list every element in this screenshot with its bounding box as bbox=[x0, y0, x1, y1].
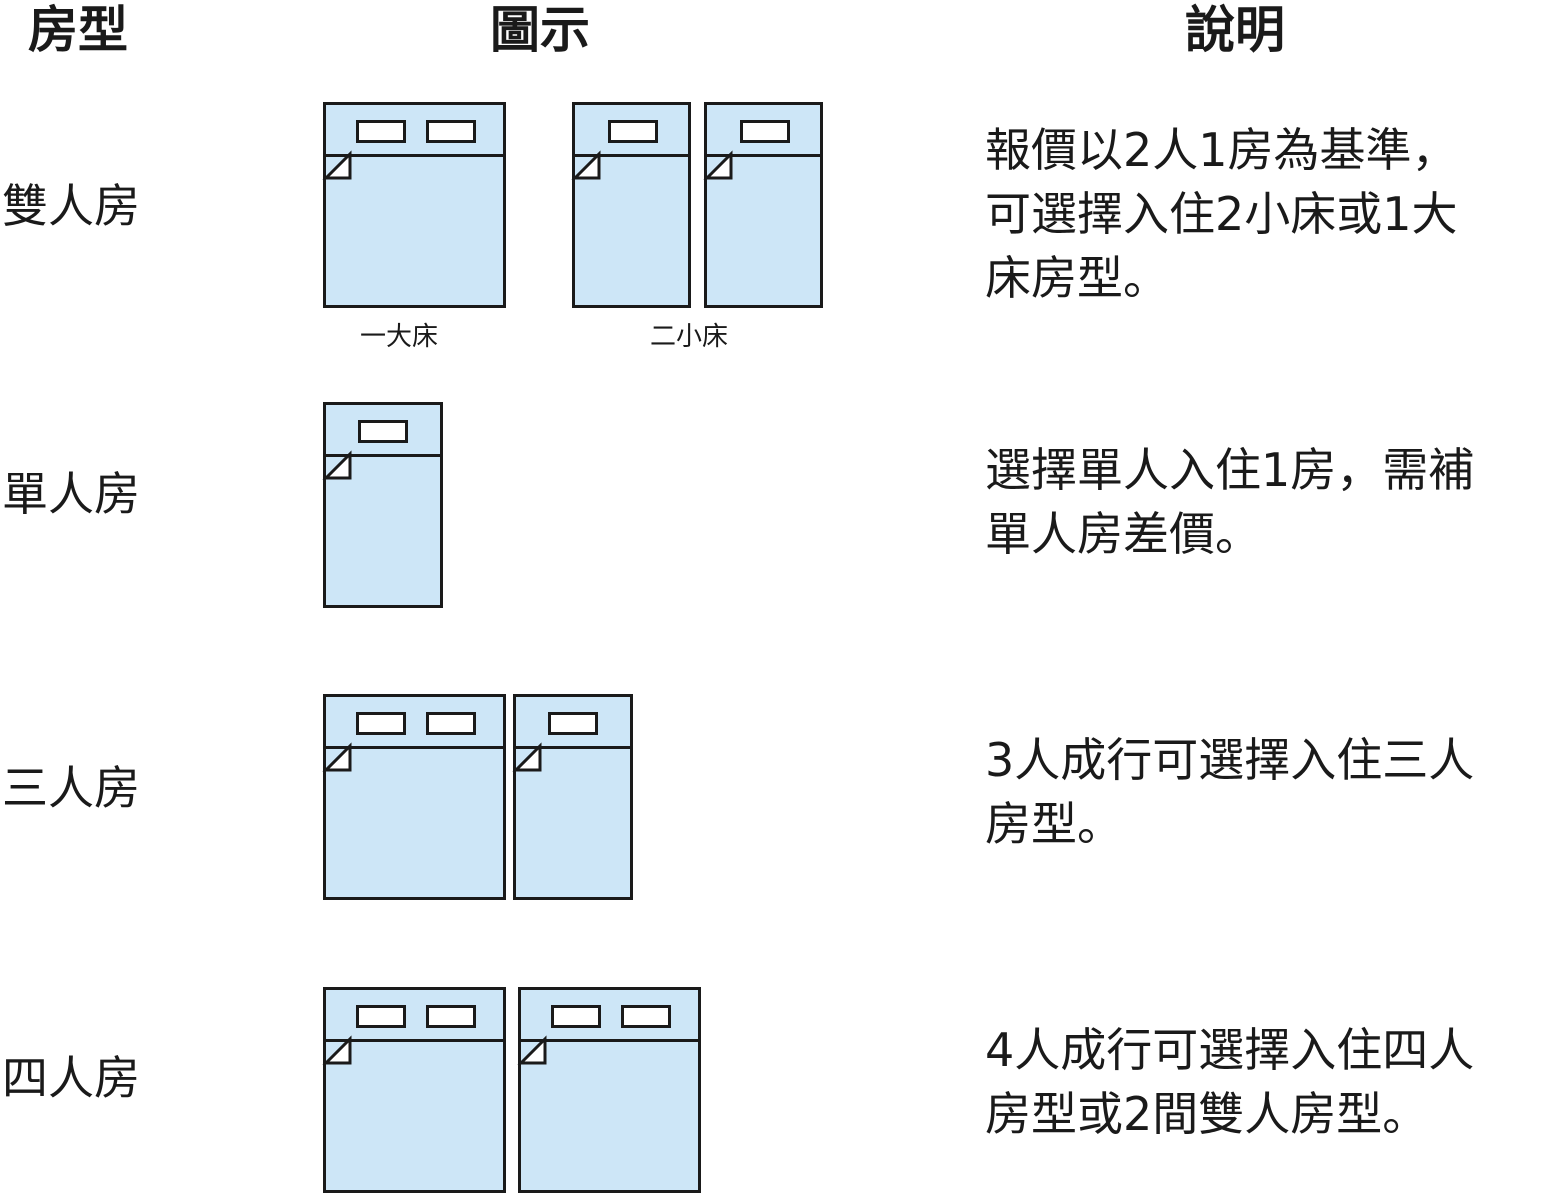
pillow-icon bbox=[426, 1005, 476, 1028]
single-bed-icon bbox=[512, 694, 633, 900]
description-line: 單人房差價。 bbox=[985, 507, 1261, 561]
description-single: 選擇單人入住1房，需補 單人房差價。 bbox=[985, 438, 1552, 566]
pillow-icon bbox=[356, 1005, 406, 1028]
bed-label-one-big-bed: 一大床 bbox=[360, 322, 439, 352]
pillow-icon bbox=[426, 120, 476, 143]
bed-headboard bbox=[326, 990, 503, 1042]
sheet-fold-icon bbox=[322, 150, 352, 180]
description-line: 4人成行可選擇入住四人 bbox=[985, 1023, 1475, 1077]
room-type-quad: 四人房 bbox=[2, 1051, 140, 1105]
double-bed-icon bbox=[322, 694, 506, 900]
header-illustration: 圖示 bbox=[490, 1, 590, 59]
single-bed-icon bbox=[571, 102, 691, 308]
bed-headboard bbox=[326, 405, 440, 457]
bed-headboard bbox=[521, 990, 698, 1042]
pillow-icon bbox=[740, 120, 790, 143]
bed-headboard bbox=[516, 697, 630, 749]
pillow-icon bbox=[608, 120, 658, 143]
pillow-icon bbox=[548, 712, 598, 735]
sheet-fold-icon bbox=[703, 150, 733, 180]
header-description: 說明 bbox=[1185, 1, 1285, 59]
single-bed-icon bbox=[322, 402, 443, 608]
sheet-fold-icon bbox=[322, 450, 352, 480]
pillow-icon bbox=[621, 1005, 671, 1028]
sheet-fold-icon bbox=[322, 1035, 352, 1065]
bed-label-two-small-beds: 二小床 bbox=[650, 322, 729, 352]
bed-headboard bbox=[707, 105, 820, 157]
room-type-double: 雙人房 bbox=[2, 179, 140, 233]
sheet-fold-icon bbox=[571, 150, 601, 180]
single-bed-icon bbox=[703, 102, 823, 308]
sheet-fold-icon bbox=[512, 742, 542, 772]
sheet-fold-icon bbox=[322, 742, 352, 772]
description-quad: 4人成行可選擇入住四人 房型或2間雙人房型。 bbox=[985, 1018, 1552, 1146]
pillow-icon bbox=[356, 120, 406, 143]
bed-headboard bbox=[326, 697, 503, 749]
pillow-icon bbox=[551, 1005, 601, 1028]
sheet-fold-icon bbox=[517, 1035, 547, 1065]
pillow-icon bbox=[356, 712, 406, 735]
double-bed-icon bbox=[517, 987, 701, 1193]
description-double: 報價以2人1房為基準， 可選擇入住2小床或1大 床房型。 bbox=[985, 118, 1552, 310]
room-type-triple: 三人房 bbox=[2, 761, 140, 815]
description-line: 選擇單人入住1房，需補 bbox=[985, 443, 1475, 497]
header-room-type: 房型 bbox=[28, 1, 128, 59]
description-line: 床房型。 bbox=[985, 251, 1169, 305]
double-bed-icon bbox=[322, 102, 506, 308]
double-bed-icon bbox=[322, 987, 506, 1193]
bed-headboard bbox=[575, 105, 688, 157]
description-line: 3人成行可選擇入住三人 bbox=[985, 733, 1475, 787]
description-triple: 3人成行可選擇入住三人 房型。 bbox=[985, 728, 1552, 856]
description-line: 房型或2間雙人房型。 bbox=[985, 1087, 1429, 1141]
description-line: 報價以2人1房為基準， bbox=[985, 123, 1458, 177]
description-line: 可選擇入住2小床或1大 bbox=[985, 187, 1458, 241]
pillow-icon bbox=[358, 420, 408, 443]
description-line: 房型。 bbox=[985, 797, 1123, 851]
room-type-single: 單人房 bbox=[2, 467, 140, 521]
bed-headboard bbox=[326, 105, 503, 157]
pillow-icon bbox=[426, 712, 476, 735]
